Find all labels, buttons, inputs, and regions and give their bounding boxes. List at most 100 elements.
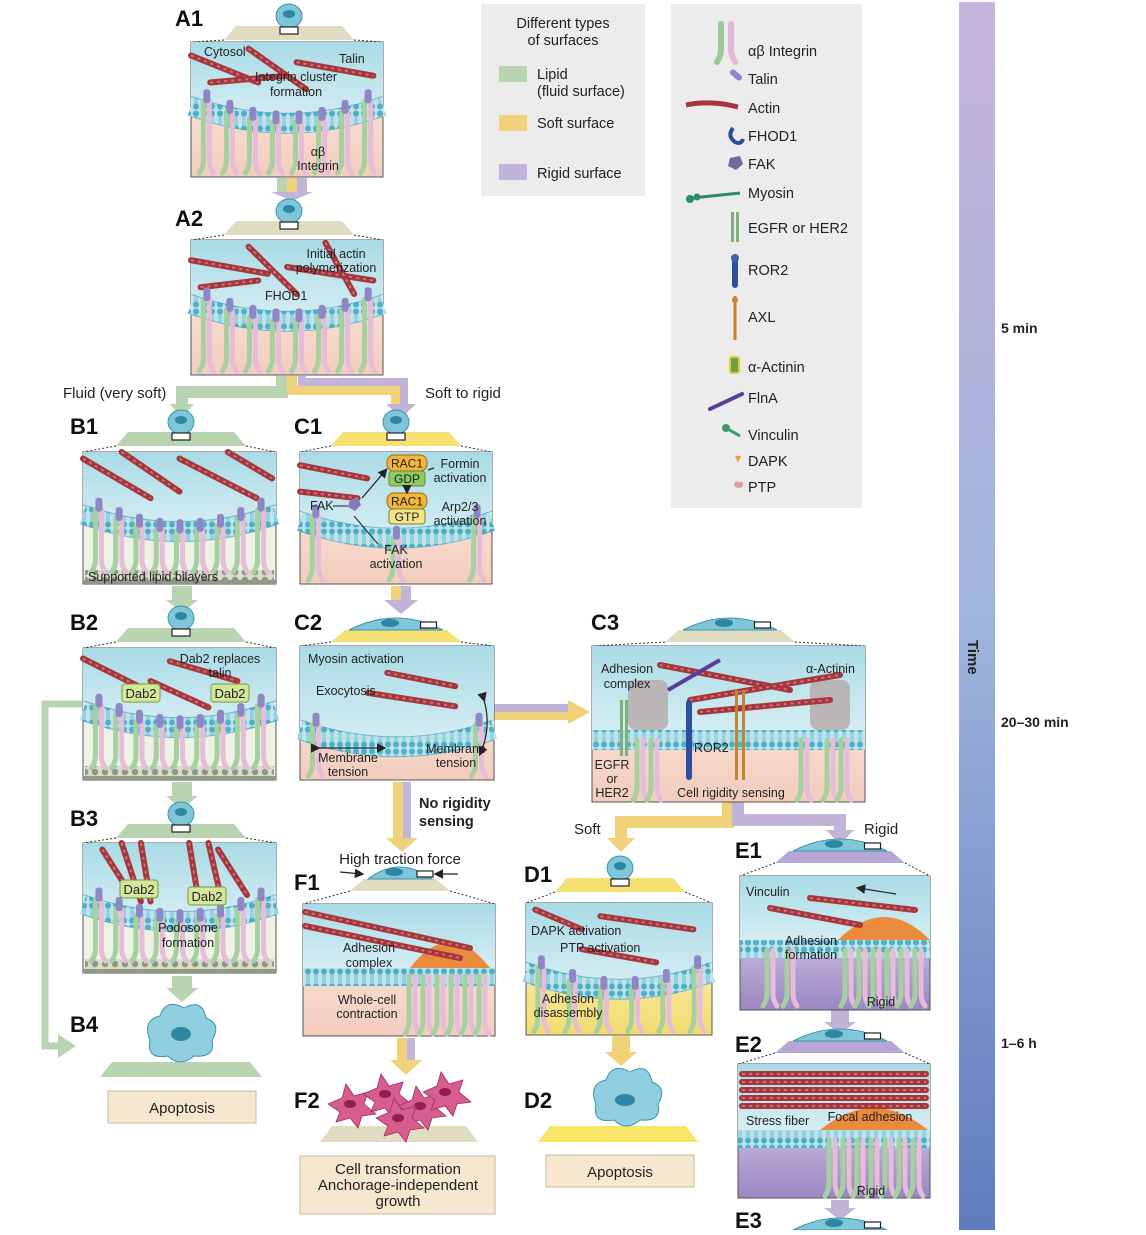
panel-e2 [737,1063,931,1199]
arrow-c2-f1 [386,838,418,852]
panel-b1 [79,449,280,585]
e1-adhesion-2: formation [785,948,837,962]
surface-legend-rigid: Rigid surface [537,166,622,182]
legend-dapk: DAPK [748,454,788,470]
e2-stress: Stress fiber [746,1114,809,1128]
panel-b3 [79,840,280,974]
b2-replace-2: talin [209,666,232,680]
panel-id-b4: B4 [70,1012,99,1037]
panel-id-b2: B2 [70,610,98,635]
surface-legend-title-1: Different types [516,16,609,32]
panel-id-d2: D2 [524,1088,552,1113]
branch-rigid: Rigid [864,821,898,838]
b3-podosome-2: formation [162,936,214,950]
branch-soft-to-rigid: Soft to rigid [425,385,501,402]
svg-text:RAC1: RAC1 [391,495,423,509]
surface-legend-lipid-sub: (fluid surface) [537,84,625,100]
zoom-lines [591,641,866,647]
c1-arrows [333,467,435,545]
c1-arp-1: Arp2/3 [442,500,479,514]
arrow-a1-a2 [271,192,313,201]
f1-traction-arrows [339,868,458,879]
panel-a1 [187,41,387,178]
e2-rigid: Rigid [857,1184,886,1198]
a1-cytosol: Cytosol [204,45,246,59]
legend-flna: FlnA [748,391,778,407]
panel-id-c3: C3 [591,610,619,635]
legend-myosin: Myosin [748,186,794,202]
c1-fak-act-1: FAK [384,543,408,557]
ptp-icon [734,481,744,488]
zoom-lines [525,891,713,904]
panel-f1 [302,903,496,1037]
outcome-f2-line3: growth [375,1193,420,1210]
c3-egfr-2: or [606,772,617,786]
cell-icon-b3 [116,801,246,838]
arrow-c3-d1 [607,838,635,852]
c1-fak: FAK [310,499,334,513]
c2-membrane-right-2: tension [436,756,476,770]
c1-arp-2: activation [434,514,487,528]
panel-id-a2: A2 [175,206,203,231]
svg-text:Dab2: Dab2 [123,882,154,897]
panel-id-c2: C2 [294,610,322,635]
e2-focal: Focal adhesion [828,1110,913,1124]
d1-ptp: PTP activation [560,941,640,955]
surface-legend: Different types of surfaces Lipid (fluid… [481,4,645,196]
c1-formin-1: Formin [441,457,480,471]
c3-adhesion-1: Adhesion [601,662,653,676]
outcome-d2: Apoptosis [545,1154,695,1188]
legend-talin: Talin [748,72,778,88]
panel-id-b1: B1 [70,414,98,439]
panel-c2 [296,645,498,781]
c2-exocytosis: Exocytosis [316,684,376,698]
outcome-b4: Apoptosis [107,1090,257,1124]
outcome-d2-label: Apoptosis [587,1164,653,1181]
integrin-icon [714,21,738,65]
cell-icon-a1 [224,3,354,40]
c3-sensing: Cell rigidity sensing [677,786,785,800]
c3-ror2: ROR2 [694,741,729,755]
panel-id-e2: E2 [735,1032,762,1057]
panel-id-d1: D1 [524,862,552,887]
a2-fhod1: FHOD1 [265,289,307,303]
svg-text:GTP: GTP [395,510,420,524]
panel-id-b3: B3 [70,806,98,831]
zoom-lines [299,641,495,647]
egfr-icon [731,212,739,242]
outcome-b4-label: Apoptosis [149,1100,215,1117]
a1-integrin-1: αβ [311,145,325,159]
transformed-cells-f2 [320,1071,478,1143]
arrow-f1-f2 [390,1060,422,1075]
outcome-f2-line2: Anchorage-independent [318,1177,479,1194]
legend-egfr: EGFR or HER2 [748,221,848,237]
zoom-lines [190,234,384,241]
swatch-lipid [499,66,527,82]
surface-legend-lipid: Lipid [537,67,568,83]
cell-icon-e1 [775,838,905,863]
dab2-badge-b2-2: Dab2 [210,683,250,703]
cell-icon-b1 [116,409,246,446]
a1-talin: Talin [339,52,365,66]
talin-icon [729,69,743,81]
legend-axl: AXL [748,310,775,326]
apoptotic-cell-d2 [538,1067,698,1142]
a1-cluster-2: formation [270,85,322,99]
svg-text:Dab2: Dab2 [125,686,156,701]
legend-fak: FAK [748,157,776,173]
cell-icon-e3 [783,1217,897,1235]
d1-disassembly-1: Adhesion [542,992,594,1006]
arrow-c3-e1 [826,830,854,844]
dab2-badge-b3-2: Dab2 [187,886,227,906]
panel-id-e1: E1 [735,838,762,863]
c2-arrows [310,691,488,757]
a1-cluster-1: Integrin cluster [255,70,337,84]
panel-b2 [79,647,280,781]
panel-id-f2: F2 [294,1088,320,1113]
zoom-lines [739,862,931,877]
timeline-mark-1-6h: 1–6 h [1001,1035,1037,1051]
